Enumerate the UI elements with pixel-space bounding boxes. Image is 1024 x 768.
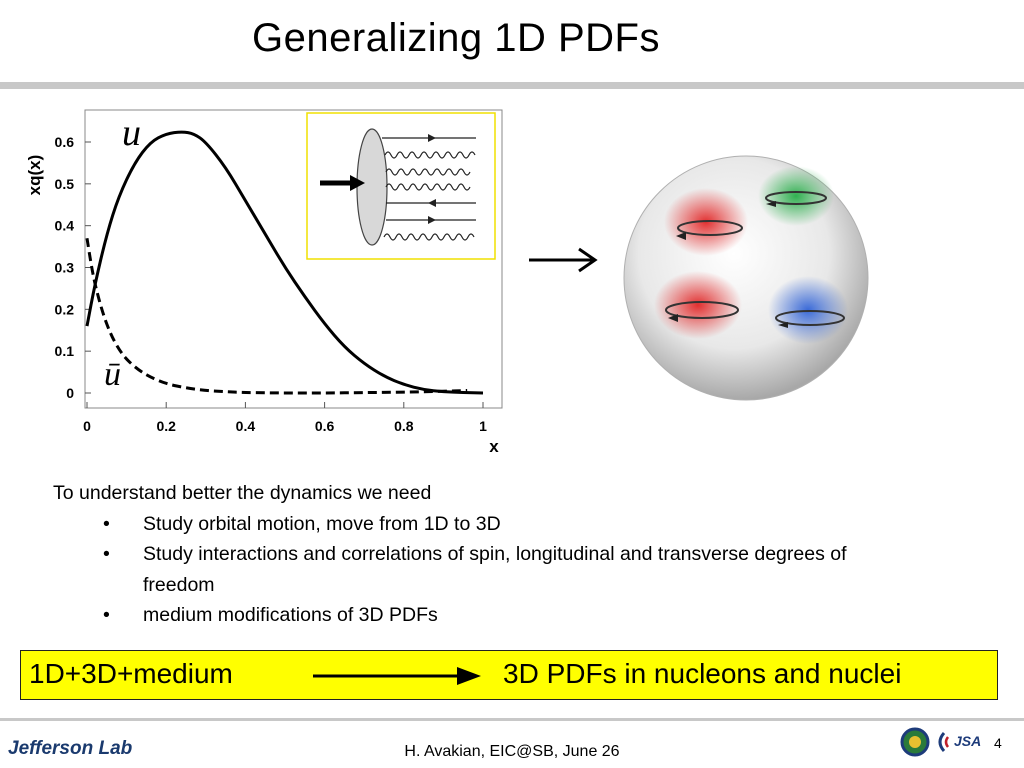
x-tick-label: 1 — [479, 418, 487, 434]
series-label-ubar: ū — [104, 356, 121, 393]
svg-text:JSA: JSA — [954, 733, 981, 749]
bullet-item: • medium modifications of 3D PDFs — [53, 600, 853, 631]
y-axis-ticks: 0 0.1 0.2 0.3 0.4 0.5 0.6 — [55, 134, 91, 401]
jsa-logo: JSA — [938, 732, 981, 752]
banner-left-text: 1D+3D+medium — [29, 658, 233, 689]
bullet-item: • Study orbital motion, move from 1D to 3… — [53, 509, 853, 540]
y-tick-label: 0.5 — [55, 176, 75, 192]
bullet-text: medium modifications of 3D PDFs — [143, 604, 438, 626]
y-tick-label: 0.6 — [55, 134, 75, 150]
series-layer — [85, 130, 484, 395]
bullet-text: Study interactions and correlations of s… — [143, 543, 847, 596]
pdf-chart: 0 0.1 0.2 0.3 0.4 0.5 0.6 0 0.2 0.4 0.6 0.8 1 xq(x)… — [25, 109, 503, 456]
title-divider — [0, 82, 1024, 89]
body-text: To understand better the dynamics we nee… — [53, 478, 853, 631]
x-tick-label: 0.8 — [394, 418, 414, 434]
y-tick-label: 0.3 — [55, 260, 75, 276]
bullet-list: • Study orbital motion, move from 1D to 3… — [53, 509, 853, 631]
x-tick-label: 0.4 — [236, 418, 256, 434]
y-tick-label: 0.2 — [55, 301, 75, 317]
bullet-item: • Study interactions and correlations of … — [53, 539, 853, 600]
x-axis-label: x — [489, 437, 499, 456]
svg-text:Jefferson Lab: Jefferson Lab — [8, 738, 133, 759]
footer-citation: H. Avakian, EIC@SB, June 26 — [404, 743, 620, 760]
jefferson-lab-logo: Jefferson Lab — [8, 734, 168, 767]
slide-title: Generalizing 1D PDFs — [252, 16, 660, 60]
summary-banner: 1D+3D+medium 3D PDFs in nucleons and nuc… — [20, 650, 998, 700]
doe-seal-icon — [900, 727, 930, 757]
footer-divider — [0, 718, 1024, 721]
nucleon-sphere-image — [623, 155, 869, 401]
y-tick-label: 0.4 — [55, 218, 75, 234]
y-tick-label: 0.1 — [55, 343, 75, 359]
bullet-text: Study orbital motion, move from 1D to 3D — [143, 512, 501, 535]
x-axis-ticks: 0 0.2 0.4 0.6 0.8 1 — [83, 402, 487, 434]
x-tick-label: 0.2 — [156, 418, 176, 434]
banner-arrow-icon — [313, 667, 481, 685]
series-line-u — [85, 130, 484, 395]
proton-quark-inset — [306, 112, 496, 260]
right-arrow-icon — [529, 247, 598, 273]
bullet-icon: • — [103, 512, 110, 535]
bullet-icon: • — [103, 604, 110, 626]
banner-right-text: 3D PDFs in nucleons and nuclei — [503, 658, 902, 689]
page-number: 4 — [994, 735, 1002, 751]
series-line-ubar — [85, 237, 468, 395]
y-axis-label: xq(x) — [25, 155, 44, 196]
y-tick-label: 0 — [66, 385, 74, 401]
series-label-u: u — [122, 112, 141, 154]
x-tick-label: 0.6 — [315, 418, 335, 434]
x-tick-label: 0 — [83, 418, 91, 434]
intro-line: To understand better the dynamics we nee… — [53, 482, 432, 504]
bullet-icon: • — [103, 543, 110, 565]
